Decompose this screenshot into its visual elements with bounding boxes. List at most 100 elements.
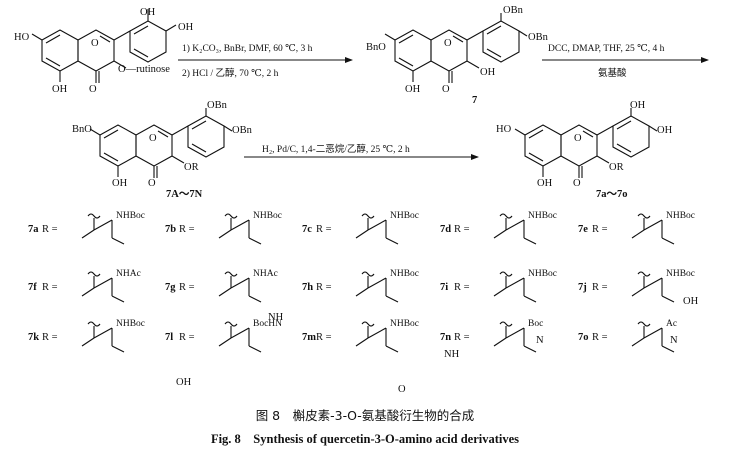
c7-OBn-b: OBn xyxy=(528,32,549,43)
rutin-rutinose: O—rutinose xyxy=(118,64,170,75)
cond-1b: 2) HCl / 乙醇, 70 ℃, 2 h xyxy=(182,67,279,79)
side-chain-bond xyxy=(385,345,399,353)
r-equals: R = xyxy=(592,332,608,343)
r-equals: R = xyxy=(316,224,332,235)
cond-1a: 1) K₂CO₃, BnBr, DMF, 60 ℃, 3 h xyxy=(182,43,313,54)
bond xyxy=(230,277,250,289)
c7ao-OH-a: OH xyxy=(630,100,646,111)
amine-label: BocHN xyxy=(253,319,282,329)
side-chain-bond xyxy=(111,295,125,303)
carbonyl-bond xyxy=(81,229,95,239)
r-equals: R = xyxy=(454,224,470,235)
bond xyxy=(367,327,387,339)
cond-2: DCC, DMAP, THF, 25 ℃, 4 h xyxy=(548,44,665,54)
c7AN-BnO: BnO xyxy=(72,124,92,135)
r-7j-OH: OH xyxy=(683,296,699,307)
c7-5-OH: OH xyxy=(405,84,421,95)
side-chain-bond xyxy=(385,295,399,303)
side-chain-bond xyxy=(111,345,125,353)
r-equals: R = xyxy=(316,282,332,293)
bond xyxy=(643,219,663,231)
c7-OBn-a: OBn xyxy=(503,5,524,16)
carbonyl-bond xyxy=(218,229,232,239)
r-group-label: 7c xyxy=(302,224,312,235)
carbonyl-bond xyxy=(493,337,507,347)
side-chain-bond xyxy=(523,345,537,353)
r-group-label: 7h xyxy=(302,282,313,293)
c7-ring-O: O xyxy=(444,38,452,49)
r-group-7e: 7e R = NHBoc xyxy=(578,211,695,245)
r-group-label: 7j xyxy=(578,282,587,293)
carbonyl-bond xyxy=(631,229,645,239)
attachment-wavy xyxy=(87,271,101,277)
carbonyl-bond xyxy=(631,337,645,347)
c7-4-O: O xyxy=(442,84,450,95)
attachment-wavy xyxy=(361,321,375,327)
bond xyxy=(643,327,663,339)
c7AN-5-OH: OH xyxy=(112,178,128,189)
bond xyxy=(93,219,113,231)
r-equals: R = xyxy=(592,224,608,235)
carbonyl-bond xyxy=(218,287,232,297)
r-group-label: 7a xyxy=(28,224,39,235)
bond xyxy=(230,327,250,339)
r-equals: R = xyxy=(179,332,195,343)
amine-label: NHBoc xyxy=(116,319,145,329)
rutin-OH-b: OH xyxy=(178,22,194,33)
attachment-wavy xyxy=(224,213,238,219)
c7AN-ring-O: O xyxy=(149,133,157,144)
rutin-5-OH: OH xyxy=(52,84,68,95)
bond xyxy=(367,277,387,289)
rutin-ring-O: O xyxy=(91,38,99,49)
r-equals: R = xyxy=(179,282,195,293)
r-group-label: 7l xyxy=(165,332,173,343)
compound-7-structure xyxy=(384,13,528,84)
compound-7ao-structure xyxy=(514,108,658,179)
cond-3: H₂, Pd/C, 1,4-二恶烷/乙醇, 25 ℃, 2 h xyxy=(262,143,410,155)
carbonyl-bond xyxy=(493,229,507,239)
carbonyl-bond xyxy=(81,287,95,297)
side-chain-bond xyxy=(248,237,262,245)
r-7m-O: O xyxy=(398,384,406,395)
carbonyl-bond xyxy=(631,287,645,297)
side-chain-bond xyxy=(248,295,262,303)
carbonyl-bond xyxy=(81,337,95,347)
side-chain-bond xyxy=(523,295,537,303)
carbonyl-bond xyxy=(355,287,369,297)
rutin-OH-a: OH xyxy=(140,7,156,18)
caption-english: Fig. 8 Synthesis of quercetin-3-O-amino … xyxy=(210,432,520,446)
r-group-label: 7f xyxy=(28,282,37,293)
r-7m-NH: NH xyxy=(444,349,460,360)
r-7l-NH: NH xyxy=(268,312,284,323)
attachment-wavy xyxy=(637,213,651,219)
c7AN-OBn-a: OBn xyxy=(207,100,228,111)
side-chain-bond xyxy=(248,345,262,353)
r-7n-N: N xyxy=(536,335,544,346)
side-chain-bond xyxy=(385,237,399,245)
bond xyxy=(230,219,250,231)
amine-label: NHBoc xyxy=(390,269,419,279)
r-group-label: 7b xyxy=(165,224,176,235)
carbonyl-bond xyxy=(355,229,369,239)
c7AN-OR: OR xyxy=(184,162,199,173)
amine-label: Boc xyxy=(528,319,543,329)
side-chain-bond xyxy=(111,237,125,245)
carbonyl-bond xyxy=(218,337,232,347)
caption-chinese: 图 8 槲皮素-3-O-氨基酸衍生物的合成 xyxy=(255,408,475,423)
r-group-label: 7e xyxy=(578,224,588,235)
amine-label: NHBoc xyxy=(528,269,557,279)
attachment-wavy xyxy=(637,271,651,277)
rutin-7-HO: HO xyxy=(14,32,30,43)
bond xyxy=(643,277,663,289)
c7ao-4-O: O xyxy=(573,178,581,189)
amine-label: NHBoc xyxy=(666,211,695,221)
r-group-label: 7k xyxy=(28,332,39,343)
